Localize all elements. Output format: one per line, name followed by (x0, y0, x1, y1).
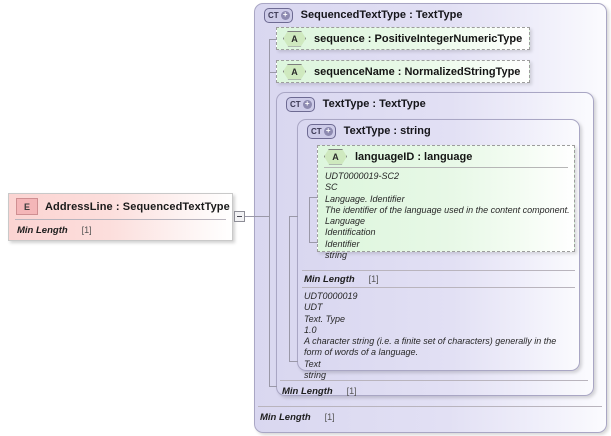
facet-label-inner: Min Length (304, 273, 355, 285)
documentation-languageid: UDT0000019-SC2 SC Language. Identifier T… (318, 170, 574, 264)
facet-value-element: [1] (81, 225, 92, 235)
doc-line: Identification (325, 227, 376, 238)
connector-line (309, 242, 318, 243)
attribute-title-languageid: languageID : language (355, 150, 473, 163)
element-badge-icon[interactable]: E (16, 198, 38, 215)
inner-ct-body: Min Length [1] UDT0000019 UDT Text. Type… (302, 270, 575, 384)
facet-row-texttype-texttype: Min Length [1] (280, 380, 588, 401)
element-title: AddressLine : SequencedTextType (45, 200, 230, 213)
element-addressline[interactable]: E AddressLine : SequencedTextType Min Le… (8, 193, 233, 241)
attribute-languageid[interactable]: A languageID : language UDT0000019-SC2 S… (317, 145, 575, 260)
connector-line (269, 39, 277, 40)
element-header: E AddressLine : SequencedTextType (9, 194, 232, 219)
doc-line: Text. Type (304, 313, 346, 324)
complex-type-header-texttype-texttype: CT+ TextType : TextType (277, 93, 593, 115)
doc-line: 1.0 (304, 324, 317, 335)
attribute-header-sequence: A sequence : PositiveIntegerNumericType (277, 28, 529, 49)
facet-row-element: Min Length [1] (9, 220, 232, 240)
facet-value-mid: [1] (346, 386, 357, 396)
attribute-badge-icon[interactable]: A (324, 148, 347, 165)
attribute-badge-icon[interactable]: A (283, 63, 306, 80)
complextype-badge-icon[interactable]: CT+ (264, 7, 293, 23)
facet-value-inner: [1] (368, 274, 379, 284)
attribute-sequence[interactable]: A sequence : PositiveIntegerNumericType (276, 27, 530, 50)
connector-line (289, 361, 298, 362)
facet-value-outer: [1] (324, 412, 335, 422)
doc-line: SC (325, 182, 338, 193)
attribute-header-sequencename: A sequenceName : NormalizedStringType (277, 61, 529, 82)
facet-label-outer: Min Length (260, 411, 311, 423)
connector-line (289, 216, 290, 361)
doc-line: string (325, 250, 348, 261)
doc-line: string (304, 370, 327, 381)
facet-label-element: Min Length (17, 224, 68, 236)
doc-line: Text (304, 358, 321, 369)
attribute-title-sequencename: sequenceName : NormalizedStringType (314, 65, 521, 78)
complextype-badge-icon[interactable]: CT+ (307, 123, 336, 139)
connector-line (269, 386, 277, 387)
connector-line (269, 216, 270, 386)
attribute-sequencename[interactable]: A sequenceName : NormalizedStringType (276, 60, 530, 83)
complex-type-title-texttype-texttype: TextType : TextType (322, 98, 426, 110)
facet-row-sequencedtexttype: Min Length [1] (258, 406, 602, 427)
attribute-badge-icon[interactable]: A (283, 30, 306, 47)
expand-plus-icon[interactable]: + (323, 126, 333, 136)
connector-line (309, 197, 310, 242)
doc-line: The identifier of the language used in t… (325, 204, 570, 215)
doc-line: UDT0000019-SC2 (325, 171, 400, 181)
doc-line: Language (325, 216, 366, 227)
doc-line: Language. Identifier (325, 193, 405, 204)
connector-line (269, 72, 277, 73)
minus-toggle-icon[interactable] (234, 211, 245, 222)
complextype-badge-label: CT (311, 126, 322, 136)
connector-line (309, 197, 318, 198)
doc-line: UDT (304, 302, 323, 313)
attribute-title-sequence: sequence : PositiveIntegerNumericType (314, 32, 523, 45)
expand-plus-icon[interactable]: + (302, 99, 312, 109)
complextype-badge-label: CT (268, 10, 279, 20)
complex-type-title-texttype-string: TextType : string (343, 125, 431, 137)
connector-line (269, 39, 270, 217)
connector-line (289, 216, 298, 217)
doc-line: Identifier (325, 238, 360, 249)
facet-label-mid: Min Length (282, 385, 333, 397)
complextype-badge-label: CT (290, 99, 301, 109)
documentation-texttype-string: UDT0000019 UDT Text. Type 1.0 A characte… (302, 290, 575, 384)
doc-line: UDT0000019 (304, 291, 358, 301)
complex-type-title-sequencedtexttype: SequencedTextType : TextType (300, 9, 463, 21)
complex-type-header-texttype-string: CT+ TextType : string (298, 120, 579, 142)
expand-plus-icon[interactable]: + (280, 10, 290, 20)
attribute-header-languageid: A languageID : language (318, 146, 574, 167)
complex-type-header-sequencedtexttype: CT+ SequencedTextType : TextType (255, 4, 606, 26)
connector-line (245, 216, 269, 217)
doc-line: A character string (i.e. a finite set of… (304, 336, 557, 358)
complextype-badge-icon[interactable]: CT+ (286, 96, 315, 112)
